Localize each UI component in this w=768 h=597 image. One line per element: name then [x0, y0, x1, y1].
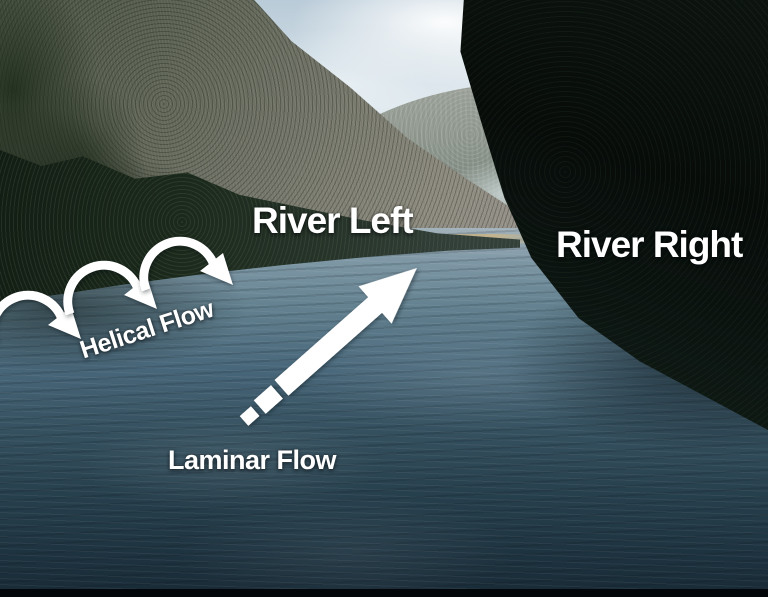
photo-bottom-edge	[0, 589, 768, 597]
river-right-label: River Right	[556, 224, 743, 265]
helical-flow-arrow-icon	[139, 236, 233, 292]
river-left-label: River Left	[252, 200, 414, 241]
laminar-flow-arrow-icon	[239, 267, 418, 426]
laminar-flow-label: Laminar Flow	[168, 445, 337, 475]
helical-flow-arrow-icon	[0, 290, 81, 339]
